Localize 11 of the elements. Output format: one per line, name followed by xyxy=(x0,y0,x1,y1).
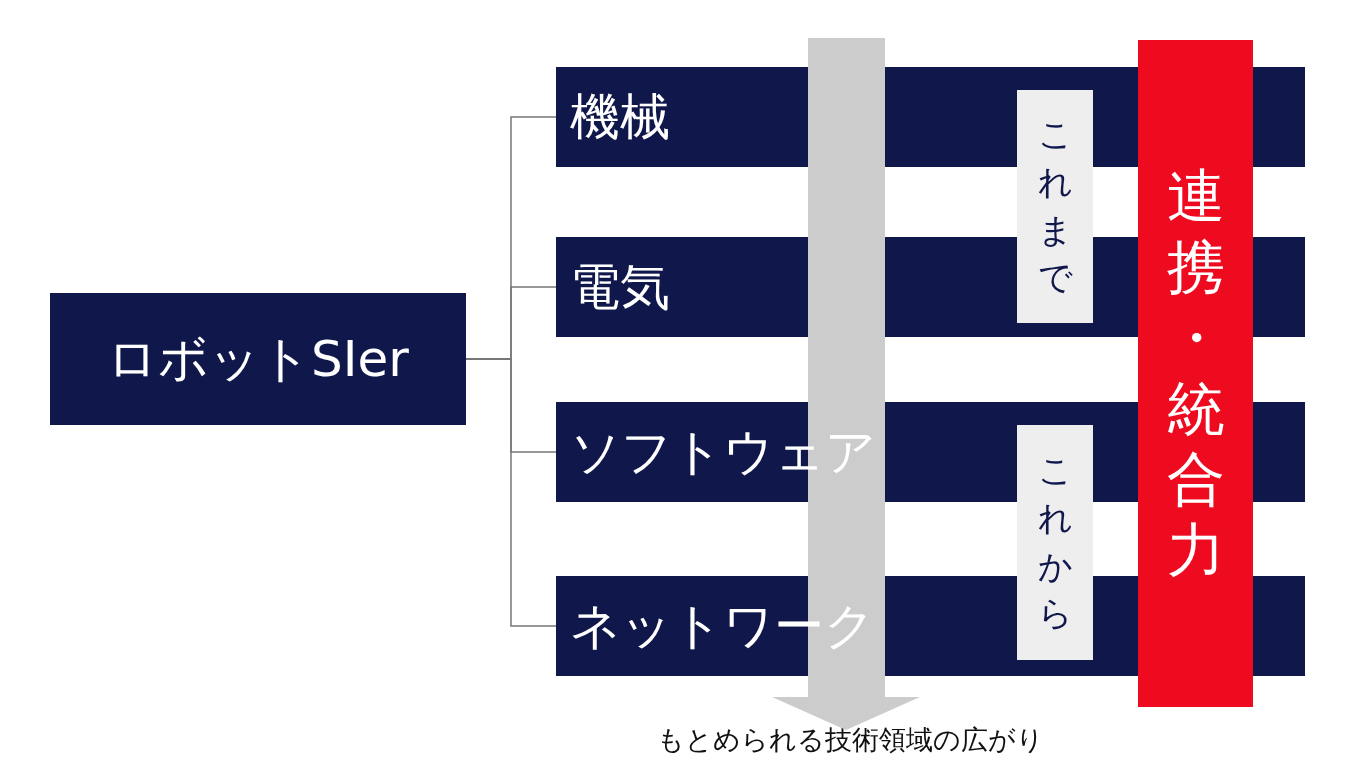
box-label: 電気 xyxy=(570,256,670,318)
vertical-label: 連携・統合力 xyxy=(1166,161,1225,586)
root-box xyxy=(50,293,466,425)
box-label: ロボットSIer xyxy=(107,328,409,390)
period-box xyxy=(1017,425,1093,660)
axis-caption: もとめられる技術領域の広がり xyxy=(655,723,1045,757)
period-box xyxy=(1017,90,1093,323)
vertical-label: これまで xyxy=(1038,113,1072,300)
box-label: 機械 xyxy=(570,86,670,148)
vertical-label: これから xyxy=(1038,449,1072,636)
highlight-box xyxy=(1138,40,1253,707)
